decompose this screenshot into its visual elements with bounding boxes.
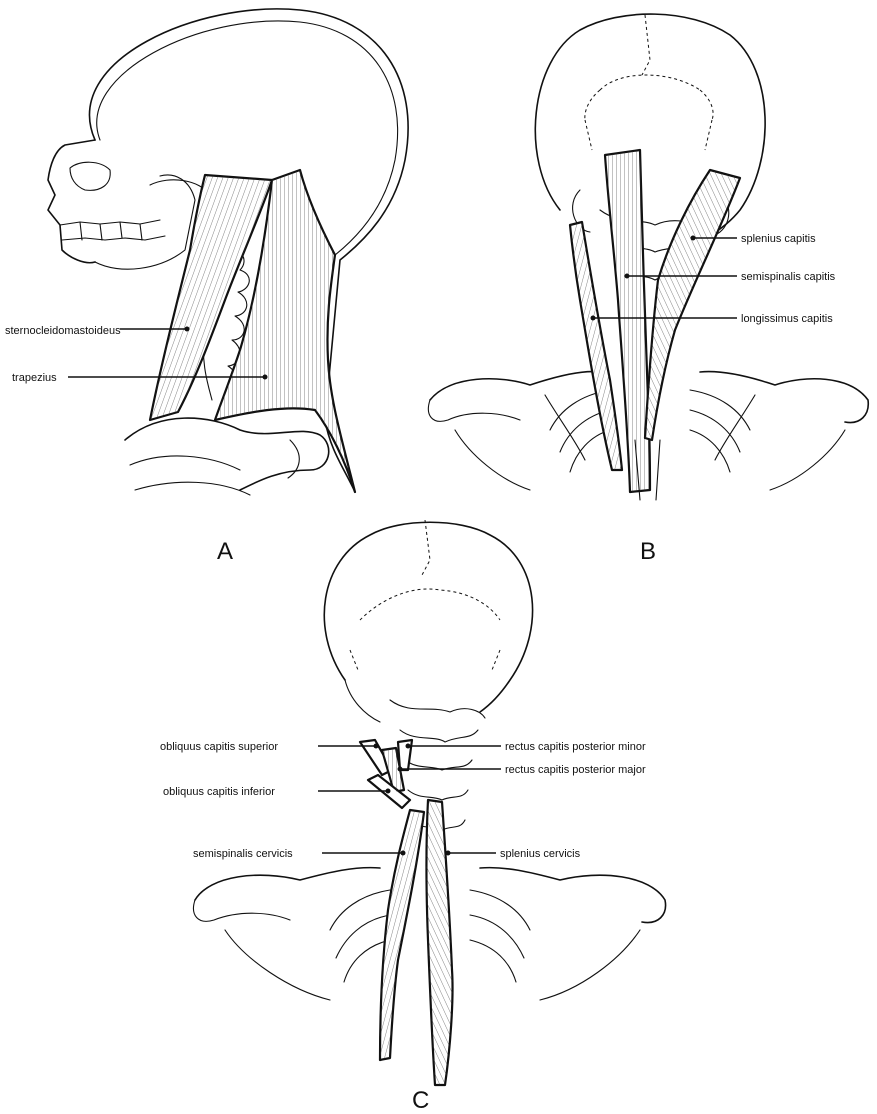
shoulder-lateral	[125, 418, 329, 495]
label-trapezius: trapezius	[12, 372, 57, 384]
panel-a-letter: A	[217, 538, 233, 565]
panel-a: sternocleidomastoideus trapezius A	[5, 9, 408, 565]
label-rectus-capitis-posterior-minor: rectus capitis posterior minor	[505, 741, 646, 753]
skull-suture-c	[350, 520, 500, 670]
panel-b: splenius capitis semispinalis capitis lo…	[428, 14, 868, 565]
label-obliquus-capitis-superior: obliquus capitis superior	[160, 741, 278, 753]
skull-suture-b	[585, 15, 713, 150]
label-longissimus-capitis: longissimus capitis	[741, 313, 833, 325]
skull-lateral	[48, 140, 210, 269]
label-sternocleidomastoideus: sternocleidomastoideus	[5, 325, 121, 337]
label-splenius-capitis: splenius capitis	[741, 233, 816, 245]
panel-c: obliquus capitis superior obliquus capit…	[160, 520, 666, 1114]
panel-c-letter: C	[412, 1087, 429, 1114]
head-outline-lateral	[90, 9, 409, 492]
head-outline-posterior-b	[535, 14, 765, 240]
label-semispinalis-capitis: semispinalis capitis	[741, 271, 836, 283]
label-rectus-capitis-posterior-major: rectus capitis posterior major	[505, 764, 646, 776]
label-semispinalis-cervicis: semispinalis cervicis	[193, 848, 293, 860]
label-obliquus-capitis-inferior: obliquus capitis inferior	[163, 786, 275, 798]
label-splenius-cervicis: splenius cervicis	[500, 848, 581, 860]
panel-b-letter: B	[640, 538, 656, 565]
